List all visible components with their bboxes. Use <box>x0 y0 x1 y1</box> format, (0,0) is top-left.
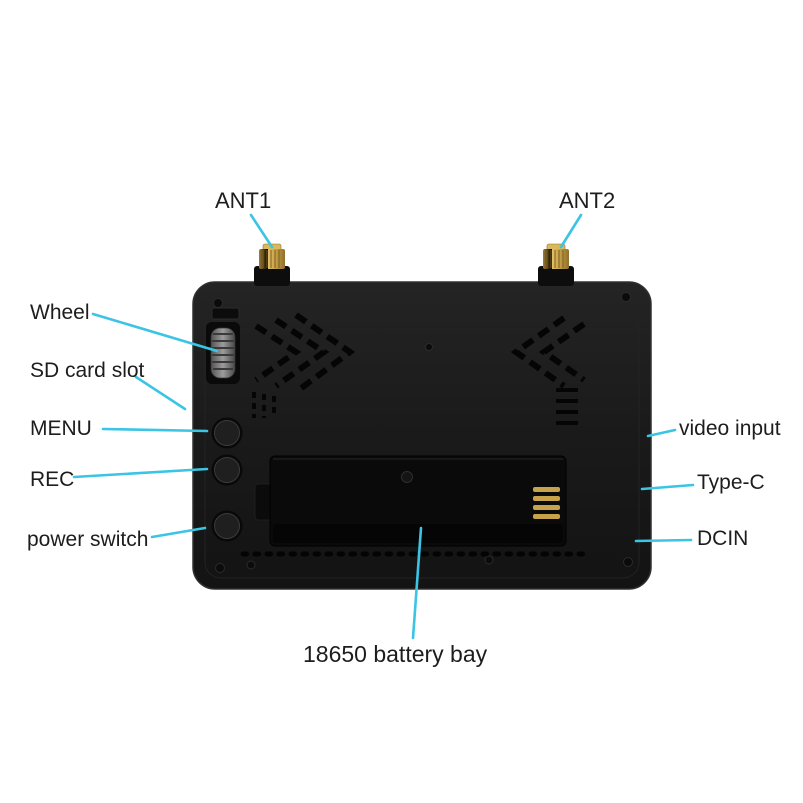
leader-line-ant2 <box>559 213 583 249</box>
leader-line-menu <box>101 427 209 433</box>
leader-line-dcin <box>634 538 693 543</box>
leader-line-power-switch <box>150 526 207 539</box>
leader-line-rec <box>72 467 209 479</box>
label-battery-bay: 18650 battery bay <box>303 641 488 667</box>
leader-line-video-input <box>646 428 677 438</box>
vent-left <box>254 312 356 395</box>
battery-bay <box>254 455 567 547</box>
label-dcin: DCIN <box>697 527 749 550</box>
label-rec: REC <box>30 468 75 491</box>
sd-card-slot <box>211 307 240 320</box>
battery-contacts <box>533 487 560 519</box>
menu-button <box>211 417 243 449</box>
leader-line-type-c <box>640 483 695 491</box>
antenna-connector-1 <box>254 243 290 286</box>
label-video-input: video input <box>679 417 781 440</box>
leader-line-sd-card-slot <box>134 375 187 411</box>
label-menu: MENU <box>30 417 92 440</box>
label-ant2: ANT2 <box>559 188 616 213</box>
label-type-c: Type-C <box>697 471 765 494</box>
wheel-control <box>206 322 240 384</box>
power-switch-button <box>211 510 243 542</box>
vent-right-slots <box>556 388 578 425</box>
label-sd-card-slot: SD card slot <box>30 359 145 382</box>
leader-line-wheel <box>91 312 219 353</box>
leader-line-ant1 <box>249 213 274 249</box>
label-ant1: ANT1 <box>215 188 272 213</box>
vent-left-slots <box>252 392 276 418</box>
label-wheel: Wheel <box>30 301 90 324</box>
vent-right <box>510 315 586 389</box>
rec-button <box>211 454 243 486</box>
case-screws <box>213 292 633 573</box>
label-power-switch: power switch <box>27 528 149 551</box>
leader-line-battery-bay <box>411 526 423 640</box>
antenna-connector-2 <box>538 243 574 286</box>
